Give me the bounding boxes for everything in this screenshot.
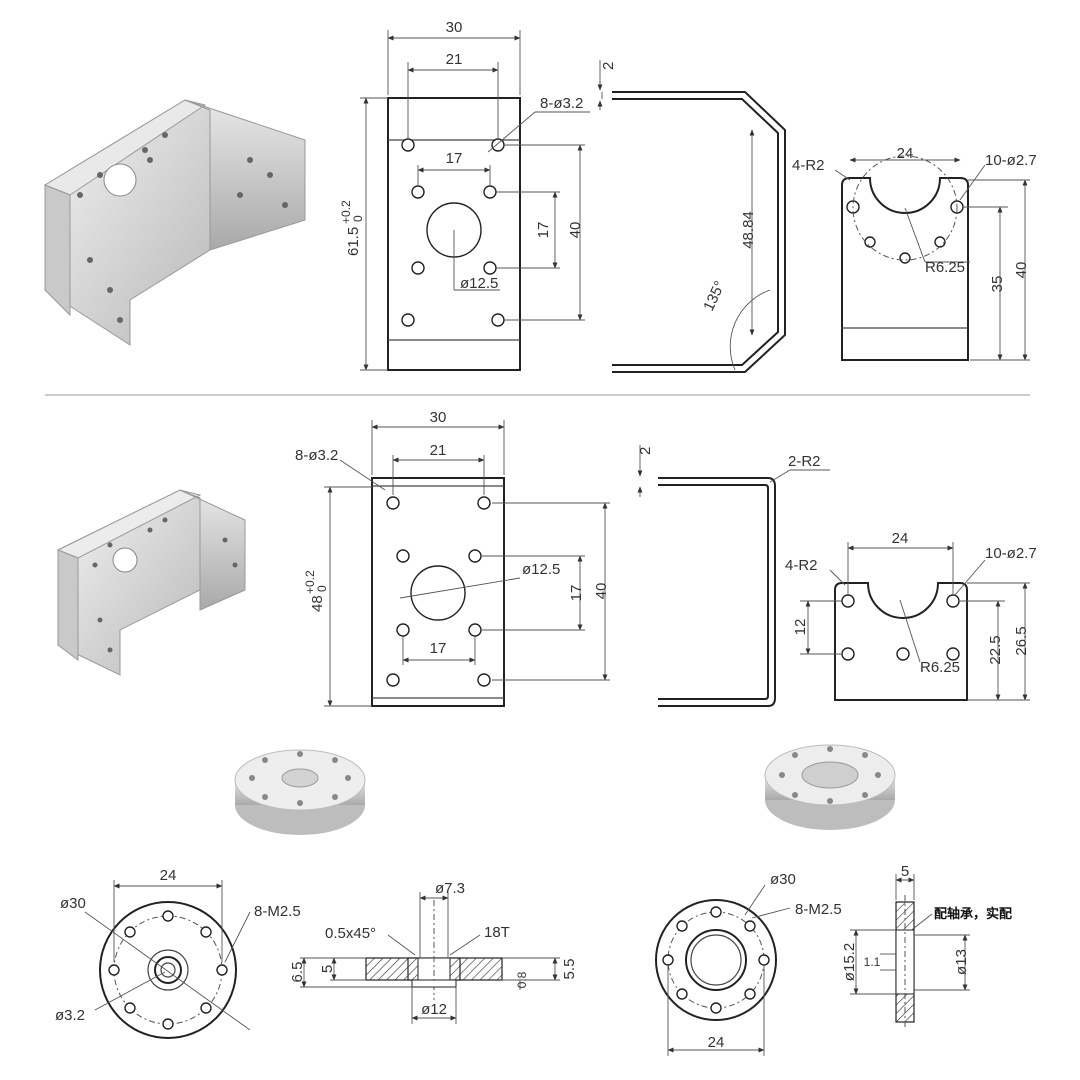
bottom-end-holes-label: 10-ø2.7 xyxy=(985,545,1037,562)
top-hole-spacing-label: 21 xyxy=(446,51,463,68)
top-inner-height-label: 17 xyxy=(535,222,552,239)
bottom-thickness-label: 2 xyxy=(637,447,654,455)
top-bracket-end-view xyxy=(834,155,1030,361)
top-end-inner-radius-label: R6.25 xyxy=(925,259,965,276)
hub-right-outer-label: ø30 xyxy=(770,871,796,888)
bottom-bracket-side-profile xyxy=(637,445,830,707)
bottom-end-width-label: 24 xyxy=(892,530,909,547)
bottom-holes-label: 8-ø3.2 xyxy=(295,447,338,464)
bottom-height-dimension: 48 +0.2 0 xyxy=(303,570,329,612)
bottom-bracket-front-view xyxy=(324,420,610,707)
hub-right-lip-label: 1.1 xyxy=(864,955,881,969)
hub-right-inner-label: ø15.2 xyxy=(841,943,858,981)
top-bracket-photo xyxy=(43,99,306,346)
top-inner-spacing-label: 17 xyxy=(446,150,463,167)
hub-left-chamfer-label: 0.5x45° xyxy=(325,925,376,942)
hub-left-spline-label: 18T xyxy=(484,924,510,941)
hub-left-small-hole-label: ø3.2 xyxy=(55,1007,85,1024)
bottom-bracket-photo xyxy=(56,489,246,676)
top-end-radius-label: 4-R2 xyxy=(792,157,825,174)
hub-right-front-view xyxy=(655,884,791,1056)
top-holes-label: 8-ø3.2 xyxy=(540,95,583,112)
bottom-bracket-end-view xyxy=(800,542,1030,701)
bottom-height-tol-upper: +0.2 xyxy=(303,570,317,594)
bottom-inner-spacing-label: 17 xyxy=(430,640,447,657)
hub-left-step-label: 0.8 xyxy=(515,971,529,988)
bottom-height-tol-lower: 0 xyxy=(315,585,329,592)
top-height-label: 61.5 xyxy=(345,227,362,256)
hub-left-h1-label: 6.5 xyxy=(289,962,306,983)
hub-right-thickness-label: 5 xyxy=(901,863,909,880)
bottom-width-label: 30 xyxy=(430,409,447,426)
bottom-hole-spacing-label: 21 xyxy=(430,442,447,459)
hub-left-h3-label: 5.5 xyxy=(561,959,578,980)
hub-left-outer-label: ø30 xyxy=(60,895,86,912)
bottom-outer-height-label: 40 xyxy=(593,583,610,600)
hub-right-section-view xyxy=(850,874,970,1030)
bottom-inner-height-label: 17 xyxy=(568,585,585,602)
hub-left-section-view xyxy=(300,892,560,1024)
hub-right-photo xyxy=(764,744,896,830)
hub-left-photo xyxy=(234,749,366,835)
hub-left-base-label: ø12 xyxy=(421,1001,447,1018)
top-end-width-label: 24 xyxy=(897,145,914,162)
top-thickness-label: 2 xyxy=(600,62,617,70)
top-end-h1-label: 35 xyxy=(989,276,1006,293)
bottom-bend-radius-label: 2-R2 xyxy=(788,453,821,470)
top-width-label: 30 xyxy=(446,19,463,36)
top-angle-label: 135° xyxy=(700,278,729,313)
bottom-end-radius-label: 4-R2 xyxy=(785,557,818,574)
hub-left-bore-label: ø7.3 xyxy=(435,880,465,897)
top-height-dimension: 61.5 +0.2 0 xyxy=(339,200,365,256)
top-bracket-side-profile xyxy=(597,60,786,373)
top-height-tol-upper: +0.2 xyxy=(339,200,353,224)
hub-left-pcd-label: 24 xyxy=(160,867,177,884)
hub-right-note: 配轴承，实配 xyxy=(934,906,1012,922)
hub-right-pcd-label: 24 xyxy=(708,1034,725,1051)
top-side-length-label: 48.84 xyxy=(740,211,757,249)
bottom-center-hole-label: ø12.5 xyxy=(522,561,560,578)
hub-left-front-view xyxy=(84,880,251,1039)
hub-right-bore-label: ø13 xyxy=(953,949,970,975)
top-height-tol-lower: 0 xyxy=(351,215,365,222)
top-outer-height-label: 40 xyxy=(567,222,584,239)
top-bracket-front-view xyxy=(360,30,590,371)
top-center-hole-label: ø12.5 xyxy=(460,275,498,292)
top-end-holes-label: 10-ø2.7 xyxy=(985,152,1037,169)
hub-right-bolt-holes-label: 8-M2.5 xyxy=(795,901,842,918)
hub-left-bolt-holes-label: 8-M2.5 xyxy=(254,903,301,920)
bottom-end-h1-label: 22.5 xyxy=(987,635,1004,664)
hub-left-h2-label: 5 xyxy=(319,965,336,973)
top-end-h2-label: 40 xyxy=(1013,262,1030,279)
bottom-end-h2-label: 26.5 xyxy=(1013,626,1030,655)
bottom-height-label: 48 xyxy=(309,595,326,612)
bottom-end-h-left-label: 12 xyxy=(792,619,809,636)
bottom-end-inner-radius-label: R6.25 xyxy=(920,659,960,676)
